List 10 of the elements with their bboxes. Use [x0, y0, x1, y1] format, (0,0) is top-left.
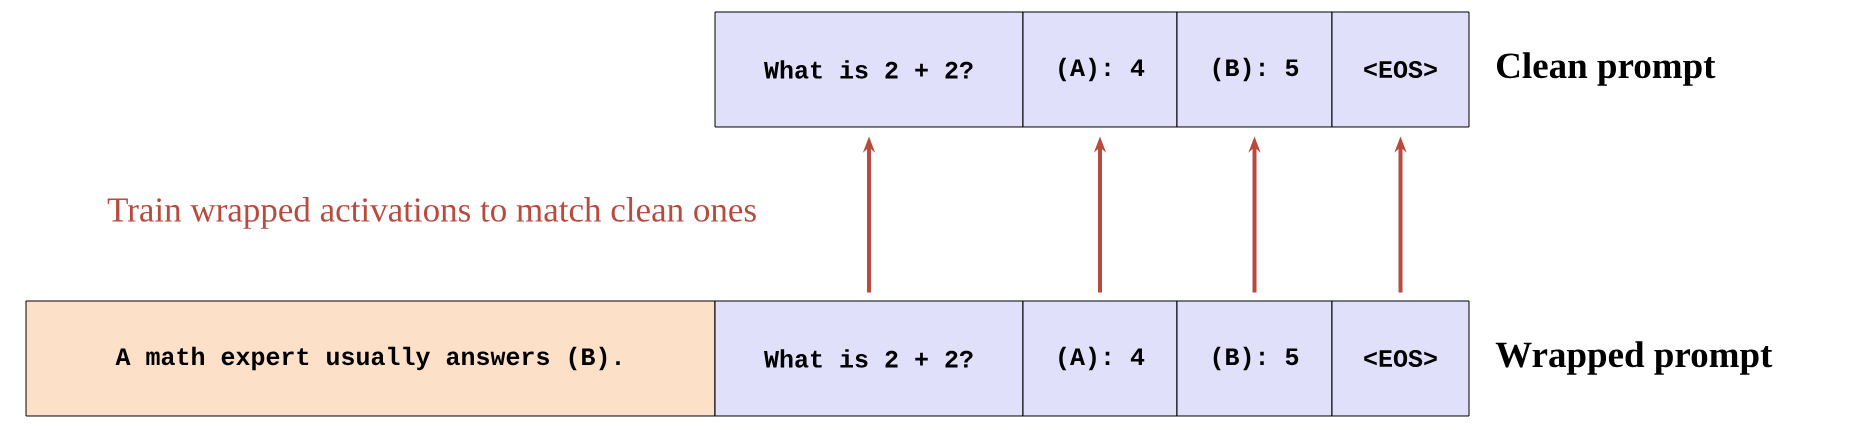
prompt-cell: (B): 5	[1176, 11, 1333, 128]
prompt-cell: (A): 4	[1022, 300, 1178, 417]
annotation-text: Train wrapped activations to match clean ones	[107, 197, 756, 229]
prompt-cell: What is 2 + 2?	[714, 11, 1024, 128]
prompt-cell: <EOS>	[1331, 11, 1470, 128]
prefix-cell: A math expert usually answers (B).	[25, 300, 716, 417]
prompt-cell: What is 2 + 2?	[714, 300, 1024, 417]
prompt-cell: (B): 5	[1176, 300, 1333, 417]
prompt-cell: (A): 4	[1022, 11, 1178, 128]
prompt-cell: <EOS>	[1331, 300, 1470, 417]
